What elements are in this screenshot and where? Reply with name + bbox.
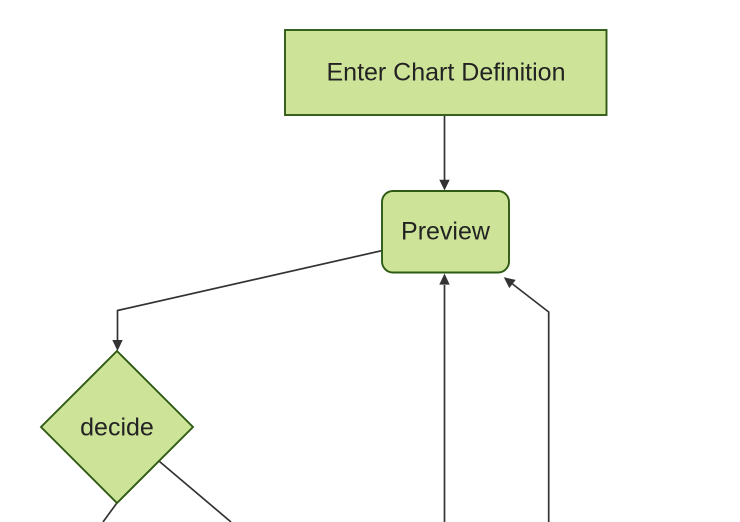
arrowhead-into-preview-top xyxy=(439,179,450,191)
decide-label: decide xyxy=(80,414,154,442)
nodes: Enter Chart Definition Preview decide xyxy=(39,29,608,505)
edge-decide-to-offscreen-bottom-right xyxy=(158,460,232,522)
enter-chart-definition-box xyxy=(284,29,608,116)
decide-diamond xyxy=(39,349,195,505)
node-enter-chart-definition: Enter Chart Definition xyxy=(284,29,608,116)
enter-chart-definition-label: Enter Chart Definition xyxy=(326,59,565,87)
arrowhead-into-decide-top xyxy=(112,340,123,351)
edge-decide-to-offscreen-bottom-left xyxy=(102,502,118,522)
edges xyxy=(102,115,550,522)
edge-offscreen-right-to-preview xyxy=(511,283,550,522)
node-preview: Preview xyxy=(381,190,510,274)
preview-label: Preview xyxy=(401,218,491,246)
arrowhead-into-preview-bottom xyxy=(439,273,450,285)
edge-preview-to-decide xyxy=(116,249,383,341)
node-decide: decide xyxy=(39,349,195,505)
arrowhead-into-preview-corner xyxy=(503,277,516,289)
preview-box xyxy=(381,190,510,274)
